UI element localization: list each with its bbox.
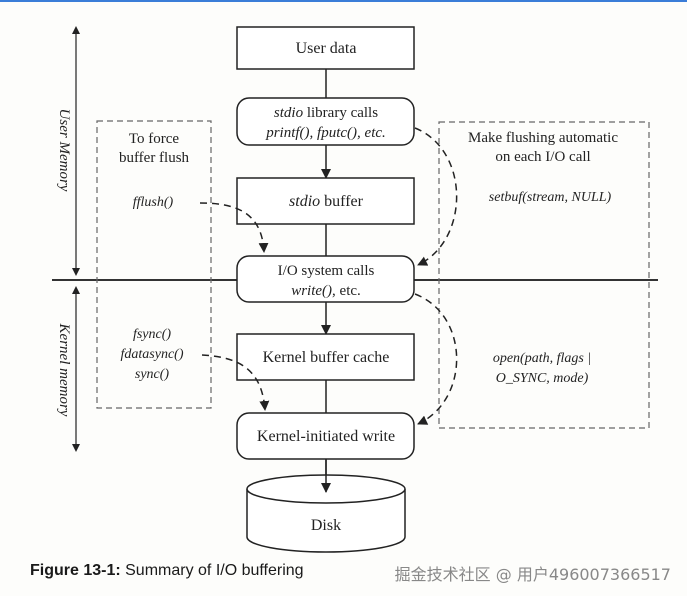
stdio-library-calls-box: stdio library calls printf(), fputc(), e…	[236, 97, 415, 146]
setbuf-label: setbuf(stream, NULL)	[489, 190, 612, 205]
io-syscalls-label-2: write(), etc.	[291, 283, 361, 299]
open-label-1: open(path, flags |	[493, 351, 591, 366]
fflush-label: fflush()	[133, 195, 174, 210]
fsync-label: fsync()	[133, 327, 171, 342]
sync-label: sync()	[135, 367, 170, 382]
right-auto-flush-panel	[438, 121, 650, 429]
user-memory-label: User Memory	[56, 109, 72, 192]
figure-caption: Figure 13-1: Summary of I/O buffering	[30, 562, 304, 580]
stdio-calls-label-2: printf(), fputc(), etc.	[265, 125, 386, 141]
top-accent-bar	[0, 0, 687, 2]
watermark: 掘金技术社区 @ 用户496007366517	[394, 565, 671, 584]
kernel-buffer-cache-box: Kernel buffer cache	[236, 333, 415, 381]
right-panel-title-2: on each I/O call	[495, 149, 590, 165]
figure-caption-text: Summary of I/O buffering	[120, 562, 304, 579]
stdio-buffer-box: stdio buffer	[236, 177, 415, 225]
osync-dashed-arrow	[414, 293, 458, 425]
disk-cylinder: Disk	[246, 474, 406, 553]
setbuf-dashed-arrow	[414, 127, 458, 266]
fdatasync-label: fdatasync()	[121, 347, 184, 362]
kernel-memory-label: Kernel memory	[56, 323, 72, 417]
right-panel-title-1: Make flushing automatic	[468, 130, 618, 146]
kernel-write-label: Kernel-initiated write	[257, 428, 395, 445]
kernel-initiated-write-box: Kernel-initiated write	[236, 412, 415, 460]
user-data-label: User data	[296, 40, 357, 57]
io-syscalls-label-1: I/O system calls	[278, 263, 375, 279]
stdio-buffer-label: stdio buffer	[289, 193, 364, 210]
left-panel-title-2: buffer flush	[119, 150, 190, 166]
stdio-calls-label-1: stdio library calls	[274, 105, 378, 121]
kernel-buffer-cache-label: Kernel buffer cache	[263, 349, 390, 366]
open-label-2: O_SYNC, mode)	[496, 371, 589, 386]
disk-label: Disk	[311, 517, 341, 534]
fflush-dashed-arrow	[199, 202, 269, 253]
left-panel-title-1: To force	[129, 131, 180, 147]
user-data-box: User data	[236, 26, 415, 70]
io-system-calls-box: I/O system calls write(), etc.	[236, 255, 415, 303]
figure-caption-label: Figure 13-1:	[30, 562, 121, 579]
